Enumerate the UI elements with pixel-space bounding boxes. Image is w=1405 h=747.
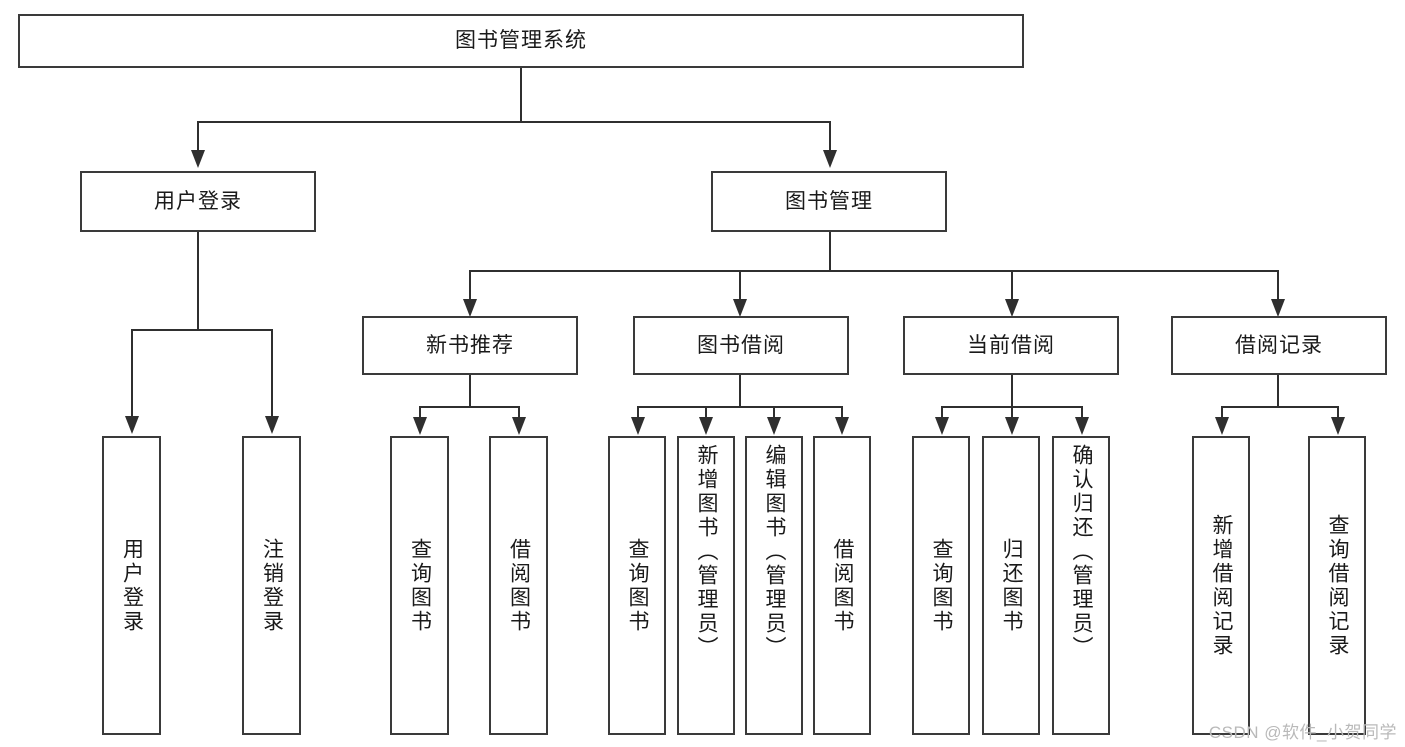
node-new-book-recommend[interactable]: 新书推荐: [362, 316, 578, 375]
edge-new-book-recommend-bus: [419, 406, 519, 408]
arrow-user-login-leaf-1: [125, 416, 139, 434]
node-label: 图书管理: [785, 189, 873, 213]
edge-to-book-management: [829, 121, 831, 153]
edge-book-borrow-stem: [739, 375, 741, 407]
node-label: 归还图书: [1000, 537, 1024, 634]
edge-cb-drop-3: [1081, 406, 1083, 420]
edge-borrow-record-stem: [1277, 375, 1279, 407]
node-label: 查询图书: [408, 537, 432, 634]
node-user-login[interactable]: 用户登录: [80, 171, 316, 232]
leaf-cb-confirm-return-admin[interactable]: 确认归还（管理员）: [1052, 436, 1110, 735]
leaf-cb-return-book[interactable]: 归还图书: [982, 436, 1040, 735]
edge-nbr-drop-1: [419, 406, 421, 420]
node-label: 编辑图书（管理员）: [763, 444, 787, 660]
node-label: 确认归还（管理员）: [1070, 444, 1094, 660]
arrow-cb-leaf-3: [1075, 417, 1089, 435]
leaf-logout[interactable]: 注销登录: [242, 436, 301, 735]
node-root-book-management-system[interactable]: 图书管理系统: [18, 14, 1024, 68]
node-label: 借阅图书: [507, 537, 531, 634]
arrow-nbr-leaf-2: [512, 417, 526, 435]
node-book-borrow[interactable]: 图书借阅: [633, 316, 849, 375]
node-label: 图书管理系统: [455, 29, 587, 53]
leaf-nbr-query-book[interactable]: 查询图书: [390, 436, 449, 735]
edge-bb-drop-3: [773, 406, 775, 420]
edge-to-new-book-recommend: [469, 270, 471, 303]
arrow-bb-leaf-2: [699, 417, 713, 435]
arrow-nbr-leaf-1: [413, 417, 427, 435]
edge-user-login-drop-1: [131, 329, 133, 419]
edge-root-stem: [520, 68, 522, 122]
edge-nbr-drop-2: [518, 406, 520, 420]
leaf-bb-borrow-book[interactable]: 借阅图书: [813, 436, 871, 735]
node-label: 新增借阅记录: [1210, 513, 1234, 658]
edge-br-drop-2: [1337, 406, 1339, 420]
edge-cb-drop-1: [941, 406, 943, 420]
node-book-management[interactable]: 图书管理: [711, 171, 947, 232]
edge-to-user-login: [197, 121, 199, 153]
node-label: 新增图书（管理员）: [695, 444, 719, 660]
edge-br-drop-1: [1221, 406, 1223, 420]
leaf-br-add-record[interactable]: 新增借阅记录: [1192, 436, 1250, 735]
edge-book-management-stem: [829, 232, 831, 272]
leaf-user-login[interactable]: 用户登录: [102, 436, 161, 735]
leaf-nbr-borrow-book[interactable]: 借阅图书: [489, 436, 548, 735]
leaf-bb-query-book[interactable]: 查询图书: [608, 436, 666, 735]
arrow-to-user-login: [191, 150, 205, 168]
edge-to-borrow-record: [1277, 270, 1279, 303]
edge-borrow-record-bus: [1221, 406, 1339, 408]
arrow-cb-leaf-2: [1005, 417, 1019, 435]
node-label: 查询借阅记录: [1326, 513, 1350, 658]
arrow-to-current-borrow: [1005, 299, 1019, 317]
node-label: 借阅记录: [1235, 333, 1323, 357]
leaf-bb-edit-book-admin[interactable]: 编辑图书（管理员）: [745, 436, 803, 735]
watermark: CSDN @软件_小贺同学: [1208, 723, 1397, 742]
arrow-bb-leaf-4: [835, 417, 849, 435]
arrow-to-borrow-record: [1271, 299, 1285, 317]
edge-new-book-recommend-stem: [469, 375, 471, 407]
node-label: 用户登录: [120, 537, 144, 634]
leaf-br-query-record[interactable]: 查询借阅记录: [1308, 436, 1366, 735]
node-label: 当前借阅: [967, 333, 1055, 357]
node-label: 用户登录: [154, 189, 242, 213]
arrow-br-leaf-1: [1215, 417, 1229, 435]
arrow-user-login-leaf-2: [265, 416, 279, 434]
edge-user-login-bus: [131, 329, 272, 331]
node-label: 新书推荐: [426, 333, 514, 357]
arrow-to-book-management: [823, 150, 837, 168]
edge-level1-bus: [197, 121, 831, 123]
edge-to-current-borrow: [1011, 270, 1013, 303]
edge-cb-drop-2: [1011, 406, 1013, 420]
edge-bb-drop-2: [705, 406, 707, 420]
edge-to-book-borrow: [739, 270, 741, 303]
edge-bb-drop-1: [637, 406, 639, 420]
arrow-bb-leaf-3: [767, 417, 781, 435]
node-borrow-record[interactable]: 借阅记录: [1171, 316, 1387, 375]
node-label: 借阅图书: [831, 537, 855, 634]
edge-level2-bus: [469, 270, 1279, 272]
node-label: 图书借阅: [697, 333, 785, 357]
arrow-to-new-book-recommend: [463, 299, 477, 317]
arrow-cb-leaf-1: [935, 417, 949, 435]
node-label: 注销登录: [260, 537, 284, 634]
arrow-to-book-borrow: [733, 299, 747, 317]
edge-current-borrow-stem: [1011, 375, 1013, 407]
arrow-bb-leaf-1: [631, 417, 645, 435]
node-label: 查询图书: [626, 537, 650, 634]
arrow-br-leaf-2: [1331, 417, 1345, 435]
edge-user-login-stem: [197, 232, 199, 330]
edge-book-borrow-bus: [637, 406, 842, 408]
node-label: 查询图书: [930, 537, 954, 634]
leaf-cb-query-book[interactable]: 查询图书: [912, 436, 970, 735]
leaf-bb-add-book-admin[interactable]: 新增图书（管理员）: [677, 436, 735, 735]
node-current-borrow[interactable]: 当前借阅: [903, 316, 1119, 375]
edge-user-login-drop-2: [271, 329, 273, 419]
edge-bb-drop-4: [841, 406, 843, 420]
